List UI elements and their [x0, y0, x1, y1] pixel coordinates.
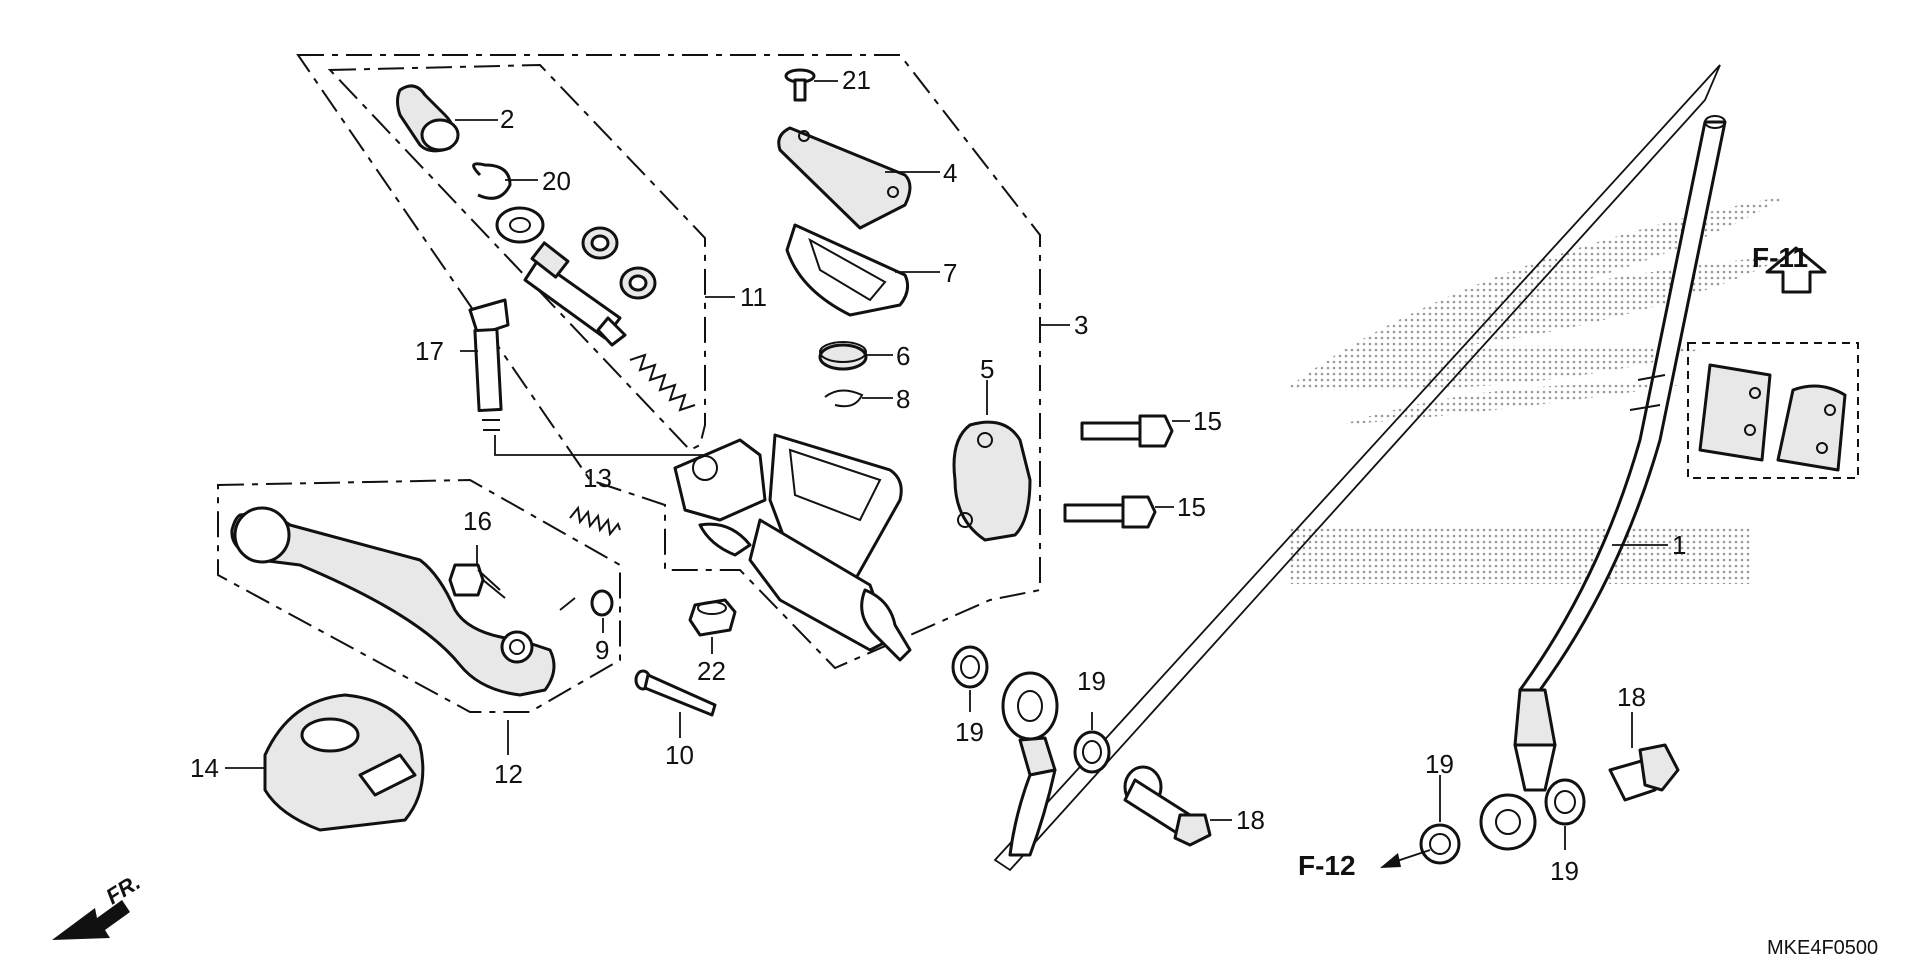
hose-clamp-left — [1698, 363, 1772, 462]
spring-11 — [629, 353, 696, 412]
label-15-upper: 15 — [1193, 406, 1222, 436]
diagram-code: MKE4F0500 — [1767, 937, 1878, 959]
honda-lettering-watermark — [1290, 527, 1750, 584]
label-18-b: 18 — [1617, 682, 1646, 712]
label-16: 16 — [463, 506, 492, 536]
piston-11 — [523, 241, 627, 347]
honda-wing-watermark — [1285, 195, 1790, 425]
sealing-washer-19a — [951, 645, 989, 689]
lever-cover-14 — [263, 693, 425, 832]
sealing-washer-19d — [1544, 778, 1586, 826]
hose-clamp-right — [1776, 384, 1847, 472]
group-boundary-12 — [217, 478, 621, 713]
label-1: 1 — [1672, 530, 1686, 560]
label-19-a: 19 — [955, 717, 984, 747]
label-21: 21 — [842, 65, 871, 95]
hose-banjo-lower — [1479, 793, 1537, 851]
label-2: 2 — [500, 104, 514, 134]
holder-5 — [952, 420, 1032, 542]
label-4: 4 — [943, 158, 957, 188]
group-boundary-11 — [327, 63, 706, 452]
reservoir-cap-4 — [777, 126, 912, 230]
brake-hose-1 — [1513, 115, 1727, 792]
label-11: 11 — [740, 282, 767, 312]
label-5: 5 — [980, 354, 994, 384]
nut-22 — [688, 598, 737, 637]
label-13: 13 — [583, 463, 612, 493]
group-boundary-f11 — [1687, 342, 1859, 479]
front-direction-arrow-icon — [52, 900, 130, 940]
label-12: 12 — [494, 759, 523, 789]
label-17: 17 — [415, 336, 444, 366]
pivot-bolt-17 — [468, 298, 510, 431]
label-8: 8 — [896, 384, 910, 414]
screw-21 — [784, 68, 816, 102]
label-19-c: 19 — [1425, 749, 1454, 779]
boot-2 — [396, 84, 460, 153]
washer-9 — [590, 589, 614, 617]
spring-13 — [569, 505, 621, 537]
label-10: 10 — [665, 740, 694, 770]
bolt-15-upper — [1080, 414, 1174, 448]
washer-11 — [495, 206, 545, 244]
label-14: 14 — [190, 753, 219, 783]
bolt-15-lower — [1063, 495, 1157, 529]
f11-arrow-icon — [1765, 246, 1827, 294]
label-20: 20 — [542, 166, 571, 196]
label-3: 3 — [1074, 310, 1088, 340]
lever-12 — [230, 506, 556, 697]
label-6: 6 — [896, 341, 910, 371]
hose-area-outline — [993, 64, 1721, 872]
label-19-d: 19 — [1550, 856, 1579, 886]
banjo-bolt-18a — [1123, 765, 1212, 847]
label-19-b: 19 — [1077, 666, 1106, 696]
sealing-washer-19c — [1419, 823, 1461, 865]
label-15-lower: 15 — [1177, 492, 1206, 522]
label-18-a: 18 — [1236, 805, 1265, 835]
master-cylinder-3 — [673, 433, 912, 662]
front-direction-label: FR. — [101, 869, 144, 909]
pin-10 — [634, 669, 717, 717]
ref-f12: F-12 — [1298, 850, 1356, 881]
ring-8 — [824, 389, 864, 408]
plate-6 — [818, 343, 868, 371]
label-22: 22 — [697, 656, 726, 686]
bolt-16 — [448, 563, 506, 599]
label-7: 7 — [943, 258, 957, 288]
circlip-20 — [472, 162, 512, 200]
diaphragm-7 — [785, 223, 910, 317]
label-9: 9 — [595, 635, 609, 665]
sealing-washer-19b — [1073, 730, 1111, 774]
hose-banjo-upper — [1001, 671, 1059, 857]
ref-f11: F-11 — [1752, 242, 1808, 273]
group-boundary-3 — [296, 54, 1041, 670]
banjo-bolt-18b — [1608, 743, 1680, 802]
